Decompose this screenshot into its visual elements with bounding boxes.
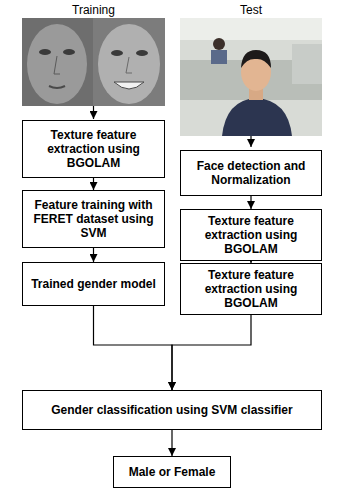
training-faces [22, 18, 165, 106]
shirt [222, 98, 292, 136]
box-text: Feature training with FERET dataset usin… [29, 198, 158, 240]
background-person [213, 38, 225, 50]
box-text: Male or Female [129, 465, 216, 479]
column-heading: Training [22, 3, 165, 17]
flow-arrow [93, 178, 94, 190]
column-heading: Test [180, 3, 322, 17]
flow-arrow [171, 430, 172, 456]
process-box: Texture feature extraction using BGOLAM [180, 263, 322, 315]
nose [54, 56, 60, 74]
box-text: Texture feature extraction using BGOLAM [187, 268, 315, 310]
background-person [211, 50, 227, 64]
nose [126, 57, 132, 73]
process-box: Texture feature extraction using BGOLAM [22, 120, 165, 178]
box-text: Gender classification using SVM classifi… [51, 403, 292, 417]
box-text: Face detection and Normalization [187, 159, 315, 187]
process-box: Trained gender model [22, 262, 165, 306]
process-box: Feature training with FERET dataset usin… [22, 190, 165, 248]
eye [63, 49, 75, 55]
flow-arrow [93, 248, 94, 262]
hair [241, 50, 271, 68]
face-photo [93, 18, 165, 106]
flow-arrow [172, 315, 251, 390]
office-background [180, 18, 322, 136]
test-photo [180, 18, 322, 136]
process-box: Texture feature extraction using BGOLAM [180, 209, 322, 261]
flow-arrow [94, 306, 173, 390]
process-box: Face detection and Normalization [180, 150, 322, 196]
mouth [49, 86, 65, 88]
box-text: Trained gender model [31, 277, 156, 291]
box-text: Texture feature extraction using BGOLAM [187, 214, 315, 256]
eye [39, 49, 51, 55]
face-skin [98, 24, 160, 104]
monitor [292, 44, 322, 84]
smile [114, 82, 144, 89]
flow-arrow [250, 196, 251, 209]
eye [111, 50, 123, 56]
process-box: Male or Female [113, 456, 231, 488]
process-box: Gender classification using SVM classifi… [22, 390, 322, 430]
eye [136, 50, 148, 56]
image-arrow [93, 106, 94, 119]
image-arrow [250, 136, 251, 147]
face-skin [27, 24, 87, 104]
box-text: Texture feature extraction using BGOLAM [29, 128, 158, 170]
face-photo [22, 18, 93, 106]
ceiling [180, 18, 322, 40]
